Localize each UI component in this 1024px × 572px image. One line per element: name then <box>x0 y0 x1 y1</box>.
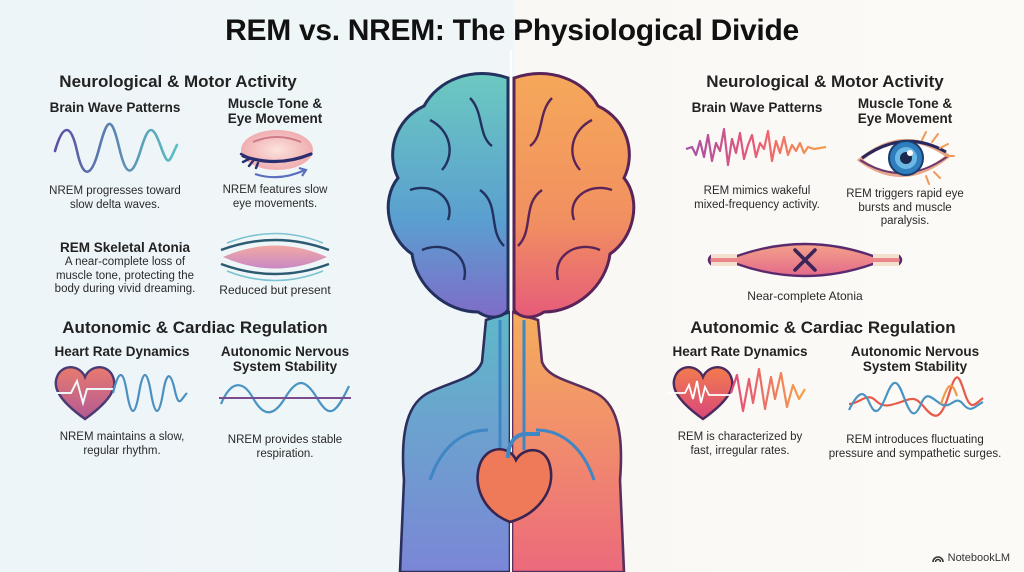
right-brain-wave-card: Brain Wave Patterns REM mimics wakeful m… <box>677 100 837 212</box>
left-muscle-card: Reduced but present <box>215 232 335 298</box>
right-muscle-card: Near-complete Atonia <box>700 236 910 304</box>
card-title: Heart Rate Dynamics <box>54 344 190 359</box>
right-muscle-eye-card: Muscle Tone & Eye Movement REM triggers … <box>840 96 970 229</box>
card-caption: REM triggers rapid eye <box>846 188 964 200</box>
card-caption: eye movements. <box>232 197 318 210</box>
fast-wave-icon <box>685 127 827 167</box>
card-caption: NREM progresses toward <box>49 185 181 197</box>
card-caption: NREM maintains a slow, <box>59 431 185 443</box>
card-caption: respiration. <box>256 447 314 460</box>
brand-watermark: NotebookLM <box>931 552 1010 564</box>
card-caption: REM introduces fluctuating <box>846 434 984 446</box>
card-caption: Reduced but present <box>219 283 331 297</box>
open-eye-icon <box>856 131 955 185</box>
closed-eye-icon <box>239 130 313 179</box>
card-caption: muscle tone, protecting the <box>55 269 195 282</box>
split-brain-body-illustration <box>360 50 664 572</box>
left-atonia-card: REM Skeletal Atonia A near-complete loss… <box>50 240 200 297</box>
card-caption: REM is characterized by <box>677 431 803 443</box>
slow-wave-icon <box>53 122 179 173</box>
card-title: Eye Movement <box>857 111 953 126</box>
left-ans-card: Autonomic Nervous System Stability NREM … <box>215 344 355 461</box>
card-caption: REM mimics wakeful <box>703 185 811 197</box>
card-caption: paralysis. <box>880 215 930 227</box>
brain-body-icon <box>386 50 636 572</box>
left-heart-rate-card: Heart Rate Dynamics NREM maintains a slo… <box>42 344 202 458</box>
card-caption: NREM features slow <box>222 184 328 196</box>
card-title: Heart Rate Dynamics <box>672 344 808 359</box>
card-caption: NREM provides stable <box>227 434 343 446</box>
heart-slow-wave-icon <box>49 366 188 421</box>
heart-fast-wave-icon <box>667 366 806 421</box>
card-caption: pressure and sympathetic surges. <box>828 447 1002 460</box>
card-title: Brain Wave Patterns <box>691 100 823 115</box>
card-caption: A near-complete loss of <box>64 256 186 268</box>
card-title: Brain Wave Patterns <box>49 100 181 115</box>
right-ans-card: Autonomic Nervous System Stability REM i… <box>825 344 1005 461</box>
left-brain-wave-card: Brain Wave Patterns NREM progresses towa… <box>40 100 190 212</box>
card-title: REM Skeletal Atonia <box>59 240 191 255</box>
right-heart-rate-card: Heart Rate Dynamics REM is characterized… <box>660 344 820 458</box>
right-neuro-heading: Neurological & Motor Activity <box>706 72 944 91</box>
left-neuro-heading: Neurological & Motor Activity <box>59 72 297 91</box>
card-title: System Stability <box>232 359 338 374</box>
blocked-muscle-icon <box>707 242 903 278</box>
card-title: System Stability <box>862 359 968 374</box>
card-caption: regular rhythm. <box>83 444 161 457</box>
notebooklm-logo-icon <box>931 556 944 563</box>
card-title: Autonomic Nervous <box>850 344 980 359</box>
card-title: Muscle Tone & <box>227 96 323 111</box>
relaxed-muscle-icon <box>220 232 330 282</box>
card-title: Eye Movement <box>227 111 323 126</box>
card-caption: fast, irregular rates. <box>690 444 790 457</box>
page-title: REM vs. NREM: The Physiological Divide <box>225 14 799 47</box>
card-title: Muscle Tone & <box>857 96 953 111</box>
fluctuating-waves-icon <box>848 376 984 417</box>
card-caption: body during vivid dreaming. <box>54 283 196 295</box>
card-caption: mixed-frequency activity. <box>694 198 820 211</box>
card-caption: bursts and muscle <box>858 201 952 214</box>
brand-label: NotebookLM <box>947 552 1010 564</box>
stable-sine-icon <box>219 381 351 414</box>
left-muscle-eye-card: Muscle Tone & Eye Movement NREM features… <box>210 96 340 211</box>
left-autonomic-heading: Autonomic & Cardiac Regulation <box>62 318 328 337</box>
card-title: Autonomic Nervous <box>220 344 350 359</box>
card-caption: slow delta waves. <box>69 198 161 211</box>
card-caption: Near-complete Atonia <box>747 289 863 303</box>
right-autonomic-heading: Autonomic & Cardiac Regulation <box>690 318 956 337</box>
